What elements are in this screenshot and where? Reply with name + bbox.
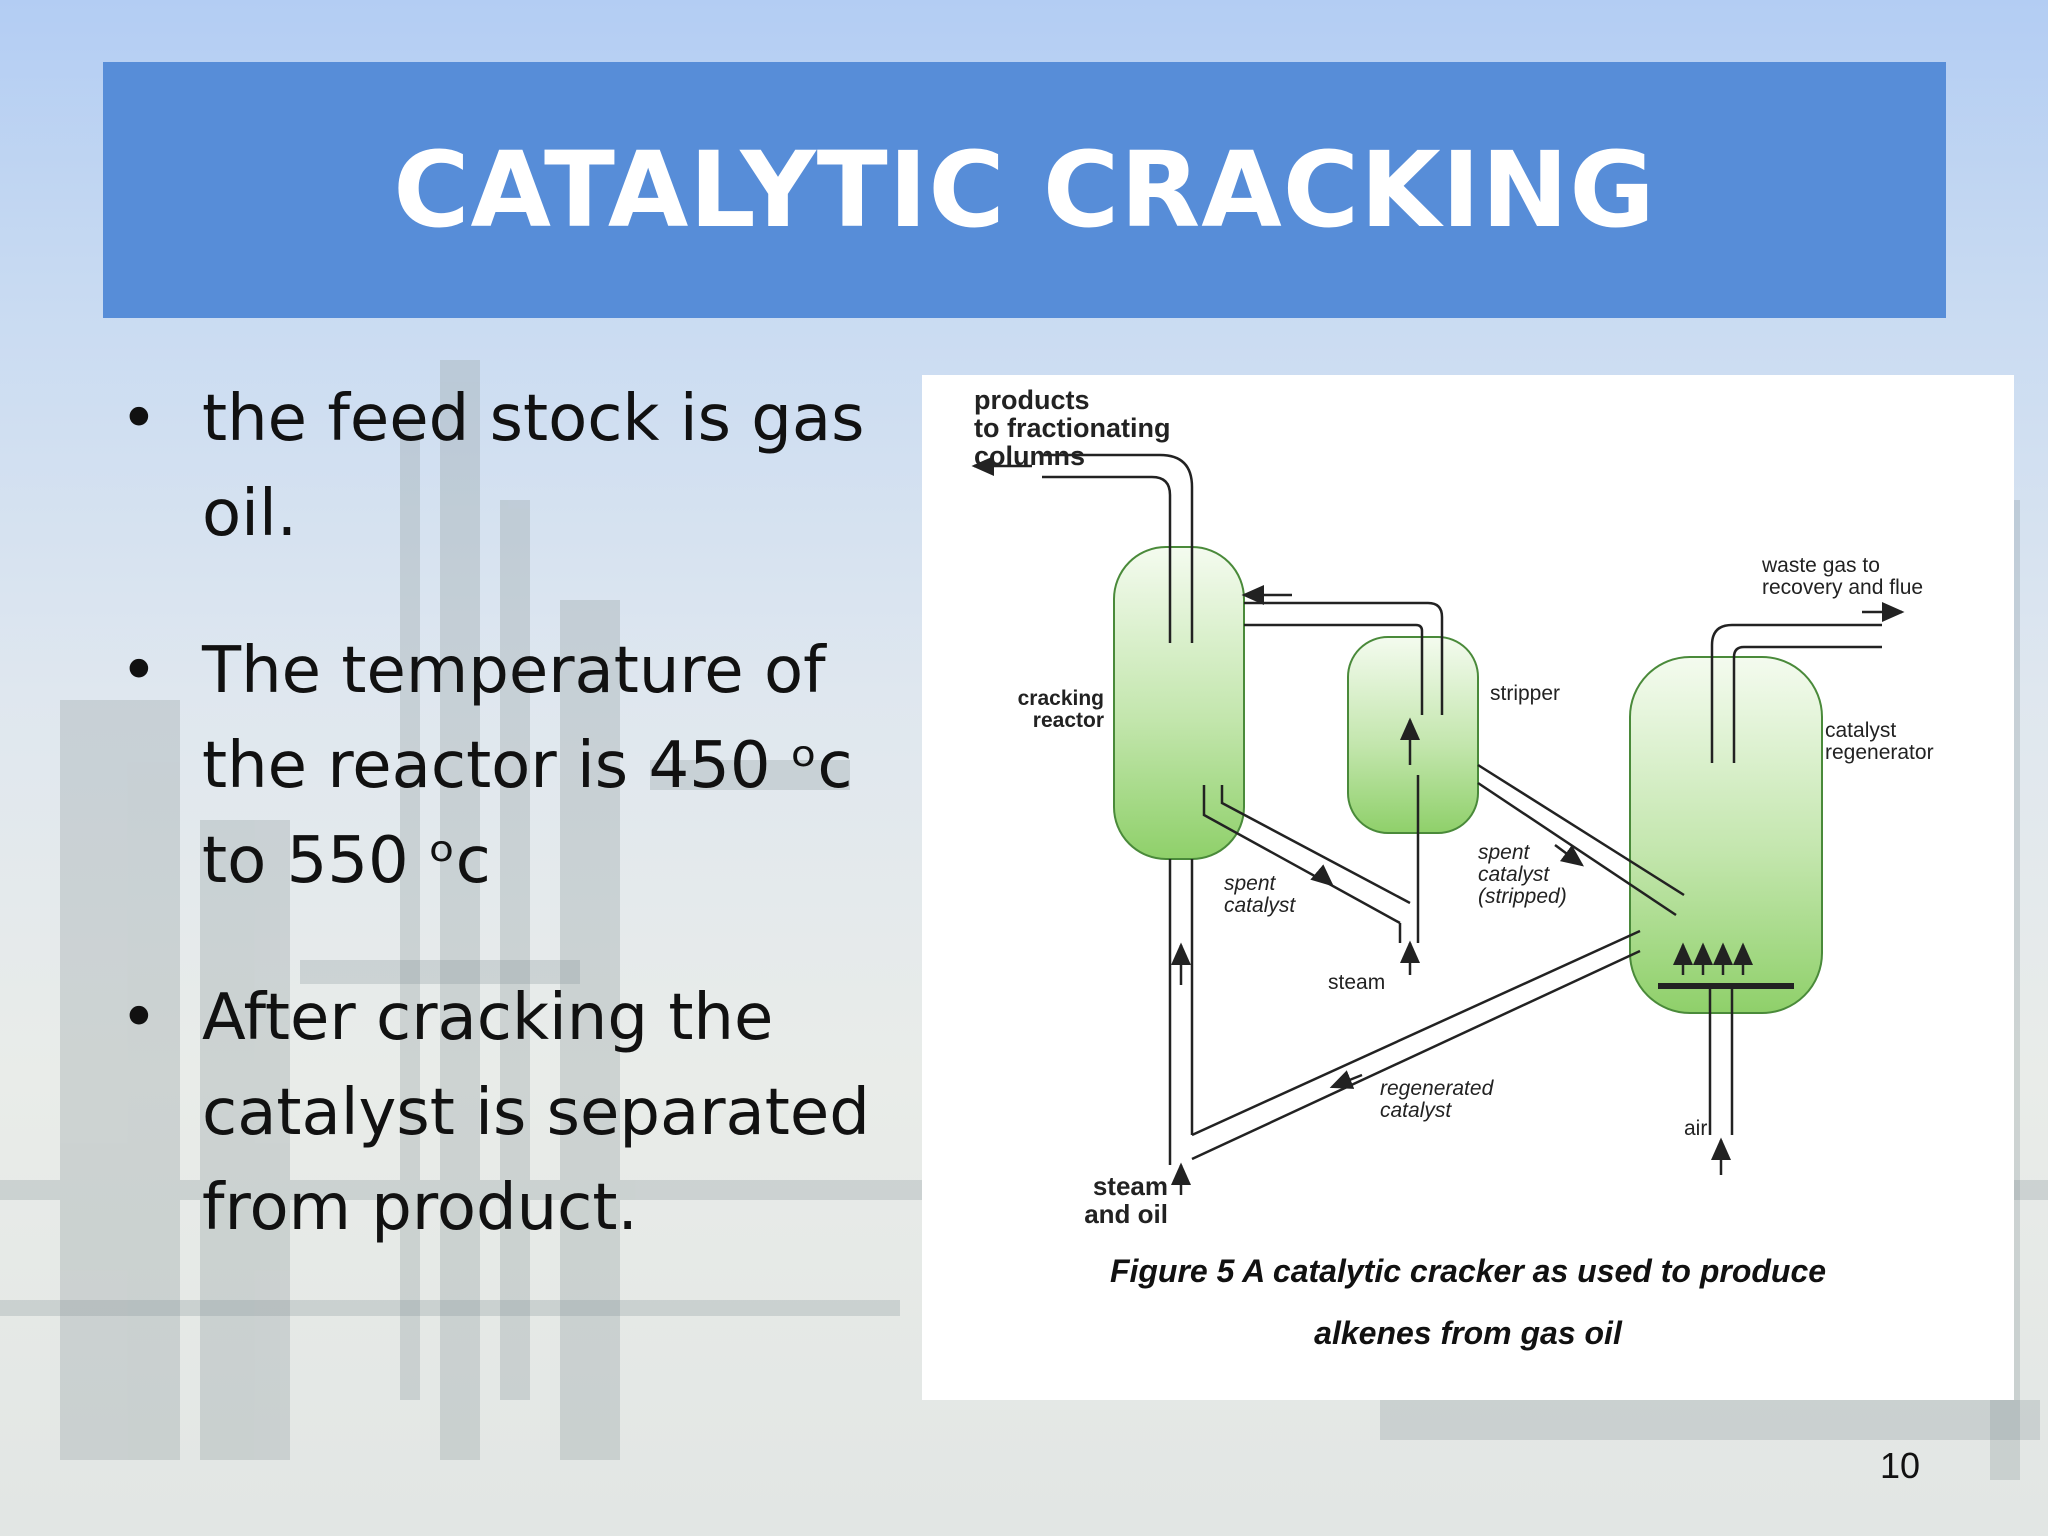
label-products: products xyxy=(974,385,1090,415)
label-catalyst-regenerator: catalyst xyxy=(1825,719,1896,742)
cracking-reactor-vessel xyxy=(1113,546,1245,860)
pipework xyxy=(1042,453,1882,1165)
bullet-item: • After cracking the catalyst is separat… xyxy=(120,971,880,1256)
bullet-text: the feed stock is gas oil. xyxy=(202,382,865,551)
label-waste-gas: waste gas to xyxy=(1761,554,1880,577)
cracker-diagram: products to fractionating columns waste … xyxy=(971,385,1934,1229)
bullet-text: After cracking the catalyst is separated… xyxy=(202,981,870,1245)
slide-title: CATALYTIC CRACKING xyxy=(393,129,1656,251)
label-spent-stripped: spent xyxy=(1478,841,1531,864)
label-products-2: to fractionating xyxy=(974,413,1171,443)
bullet-text: The temperature of the reactor is 450 ᵒc… xyxy=(202,634,853,898)
label-spent-catalyst-2: catalyst xyxy=(1224,894,1296,917)
bullet-icon: • xyxy=(120,981,158,1055)
bullet-icon: • xyxy=(120,634,158,708)
label-catalyst-regenerator-2: regenerator xyxy=(1825,741,1934,764)
page-number: 10 xyxy=(1880,1445,1921,1486)
label-waste-gas-2: recovery and flue xyxy=(1762,576,1923,599)
label-steam-and-oil: steam xyxy=(1093,1171,1168,1201)
label-steam-and-oil-2: and oil xyxy=(1084,1199,1168,1229)
figure-caption-line2: alkenes from gas oil xyxy=(1314,1315,1622,1351)
figure-caption-line1: Figure 5 A catalytic cracker as used to … xyxy=(1109,1253,1827,1289)
catalytic-cracker-figure: products to fractionating columns waste … xyxy=(922,375,2014,1400)
label-steam: steam xyxy=(1328,971,1385,994)
bullet-list: • the feed stock is gas oil. • The tempe… xyxy=(120,372,880,1318)
label-air: air xyxy=(1684,1117,1707,1140)
label-regenerated-catalyst: regenerated xyxy=(1380,1077,1495,1100)
label-spent-stripped-2: catalyst xyxy=(1478,863,1550,886)
label-regenerated-catalyst-2: catalyst xyxy=(1380,1099,1452,1122)
bullet-item: • the feed stock is gas oil. xyxy=(120,372,880,562)
title-band: CATALYTIC CRACKING xyxy=(103,62,1946,318)
label-spent-catalyst: spent xyxy=(1224,872,1277,895)
label-products-3: columns xyxy=(974,441,1085,471)
label-spent-stripped-3: (stripped) xyxy=(1478,885,1567,908)
flow-arrows xyxy=(971,456,1905,1195)
bullet-icon: • xyxy=(120,382,158,456)
label-cracking-reactor: cracking xyxy=(1018,687,1104,710)
regenerator-vessel xyxy=(1629,656,1823,1014)
bullet-item: • The temperature of the reactor is 450 … xyxy=(120,624,880,909)
air-distributor xyxy=(1658,983,1794,989)
stripper-vessel xyxy=(1347,636,1479,834)
label-cracking-reactor-2: reactor xyxy=(1033,709,1104,732)
label-stripper: stripper xyxy=(1490,682,1560,705)
